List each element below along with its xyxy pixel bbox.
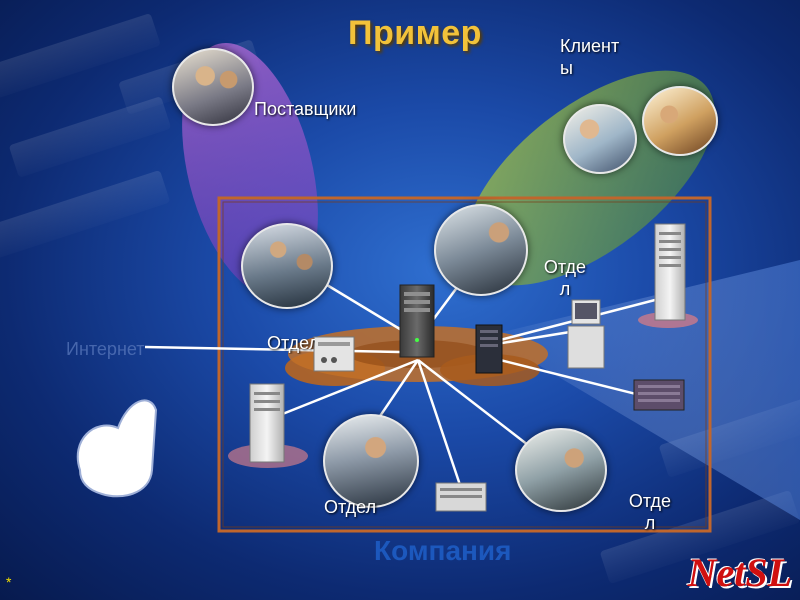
slide-title: Пример: [348, 14, 482, 52]
workstation-icon: [567, 299, 605, 369]
client-photo-1: [563, 104, 637, 174]
department-photo-bottom-right: [515, 428, 607, 512]
department-label-top: Отдел: [543, 257, 587, 299]
star-icon: *: [6, 574, 12, 590]
server-tower-icon: [475, 324, 503, 374]
suppliers-photo: [172, 48, 254, 126]
clients-label: Клиенты: [560, 36, 620, 78]
tower-server-icon: [228, 383, 308, 468]
internet-label: Интернет: [66, 339, 145, 359]
cloud-icon: [76, 399, 158, 498]
department-photo-top: [434, 204, 528, 296]
storage-array-icon: [633, 379, 685, 411]
client-photo-2: [642, 86, 718, 156]
department-label-bottom: Отдел: [324, 497, 377, 517]
department-photo-left: [241, 223, 333, 309]
department-photo-bottom: [323, 414, 419, 508]
company-label: Компания: [374, 535, 512, 566]
department-label-bottom-right: Отдел: [628, 491, 672, 533]
netsl-logo: NetSL: [687, 550, 792, 595]
central-server-icon: [399, 284, 435, 358]
department-label-left: Отдел: [267, 333, 315, 353]
suppliers-label: Поставщики: [254, 99, 357, 119]
rackmount-unit-icon: [435, 482, 487, 512]
rack-server-icon: [638, 223, 698, 328]
company-frame: [217, 196, 712, 533]
network-switch-icon: [313, 336, 355, 372]
